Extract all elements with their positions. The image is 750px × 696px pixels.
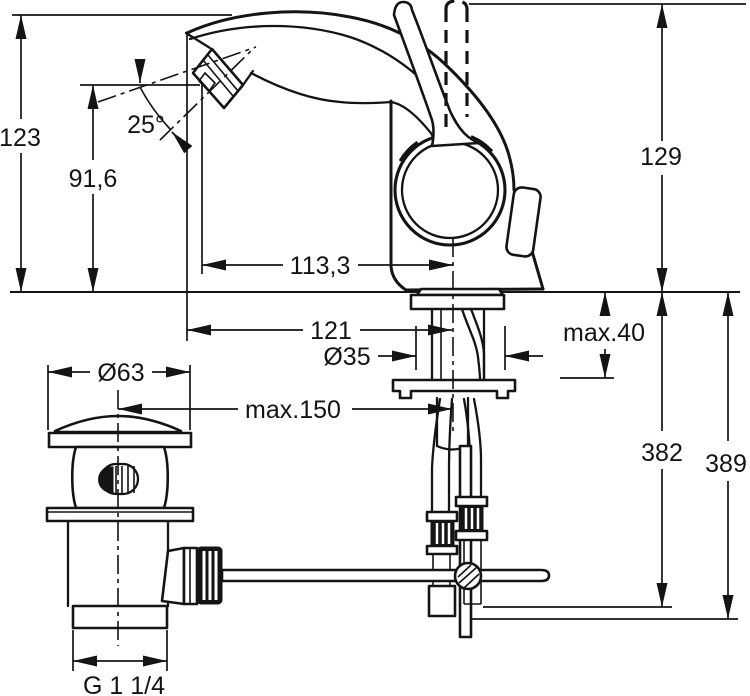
hose-curve-2: [469, 307, 486, 382]
waste-slot-bars: [115, 466, 135, 493]
dim-label-height-total: 123: [0, 124, 41, 152]
dim-angle-arc: [139, 86, 172, 131]
aerator-band-line-1: [202, 59, 234, 97]
hose-left-edge-2: [447, 397, 454, 514]
dim-label-waste-thread: G 1 1/4: [83, 672, 165, 696]
mounting-nut-plate: [391, 378, 517, 400]
waste-slot-wedge: [98, 466, 114, 493]
spout-underside: [249, 71, 393, 105]
dim-label-outlet-angle: 25°: [127, 111, 165, 139]
dim-label-deck-thickness: max.40: [563, 319, 645, 347]
dimensions: 123 91,6 25° 113,3 121 Ø35 129 max.40 38…: [0, 4, 747, 696]
waste-mid-flange: [45, 506, 195, 523]
spout-top-edge: [185, 10, 516, 192]
phantom-lever-cap: [444, 0, 469, 10]
aerator: [184, 31, 255, 110]
base-flange: [409, 293, 506, 311]
spout-front-edge: [184, 31, 212, 50]
dim-label-lever-height: 129: [640, 143, 682, 171]
under-deck-assembly: [391, 307, 517, 639]
waste-side-knurl-stripes: [202, 551, 218, 600]
hose-left-knurl-stripes: [435, 523, 451, 544]
waste-tailpiece: [71, 604, 169, 630]
hose-left-end-block: [427, 584, 457, 618]
horizontal-rod: [220, 568, 551, 583]
pop-up-waste: [45, 414, 223, 630]
hose-left-collar-top: [425, 510, 459, 523]
dim-label-hose-length-b: 389: [705, 450, 747, 478]
dim-label-hose-length-a: 382: [641, 439, 683, 467]
centerlines: [97, 46, 454, 646]
dim-label-hole-diameter: Ø35: [323, 343, 370, 371]
angle-ref-axis: [97, 46, 257, 103]
dim-label-rod-length: max.150: [245, 396, 341, 424]
dim-angle-arrow-bottom: [171, 131, 193, 154]
waste-upper-body: [70, 445, 170, 510]
hose-curve-1: [460, 307, 482, 382]
body-ring-outer: [393, 133, 507, 247]
body-left-edge: [389, 99, 408, 292]
dim-label-reach-tip: 121: [310, 317, 352, 345]
aerator-outlet-notch: [197, 71, 217, 93]
pop-up-rod-vertical: [458, 444, 473, 639]
pop-up-linkage: [220, 561, 551, 591]
waste-side-cone: [160, 546, 186, 606]
hose-right-edge-2: [472, 397, 483, 499]
rod-screw-hatch: [457, 564, 480, 589]
hose-right-knurl-stripes: [464, 508, 480, 529]
hose-right-collar-top: [454, 495, 489, 508]
hose-left-collar-bottom: [425, 544, 459, 556]
aerator-corner-edge: [241, 69, 255, 87]
aerator-band-line-2: [207, 54, 239, 92]
faucet-body: [184, 0, 545, 311]
dim-label-waste-flange-diameter: Ø63: [97, 359, 144, 387]
waste-top-flange: [47, 431, 193, 449]
lever-handle: [392, 0, 481, 148]
hose-right-collar-bottom: [454, 529, 489, 542]
aerator-axis: [159, 47, 255, 141]
dim-label-reach-outlet: 113,3: [290, 252, 351, 280]
side-tab: [505, 186, 542, 258]
dim-label-outlet-height: 91,6: [69, 165, 118, 193]
